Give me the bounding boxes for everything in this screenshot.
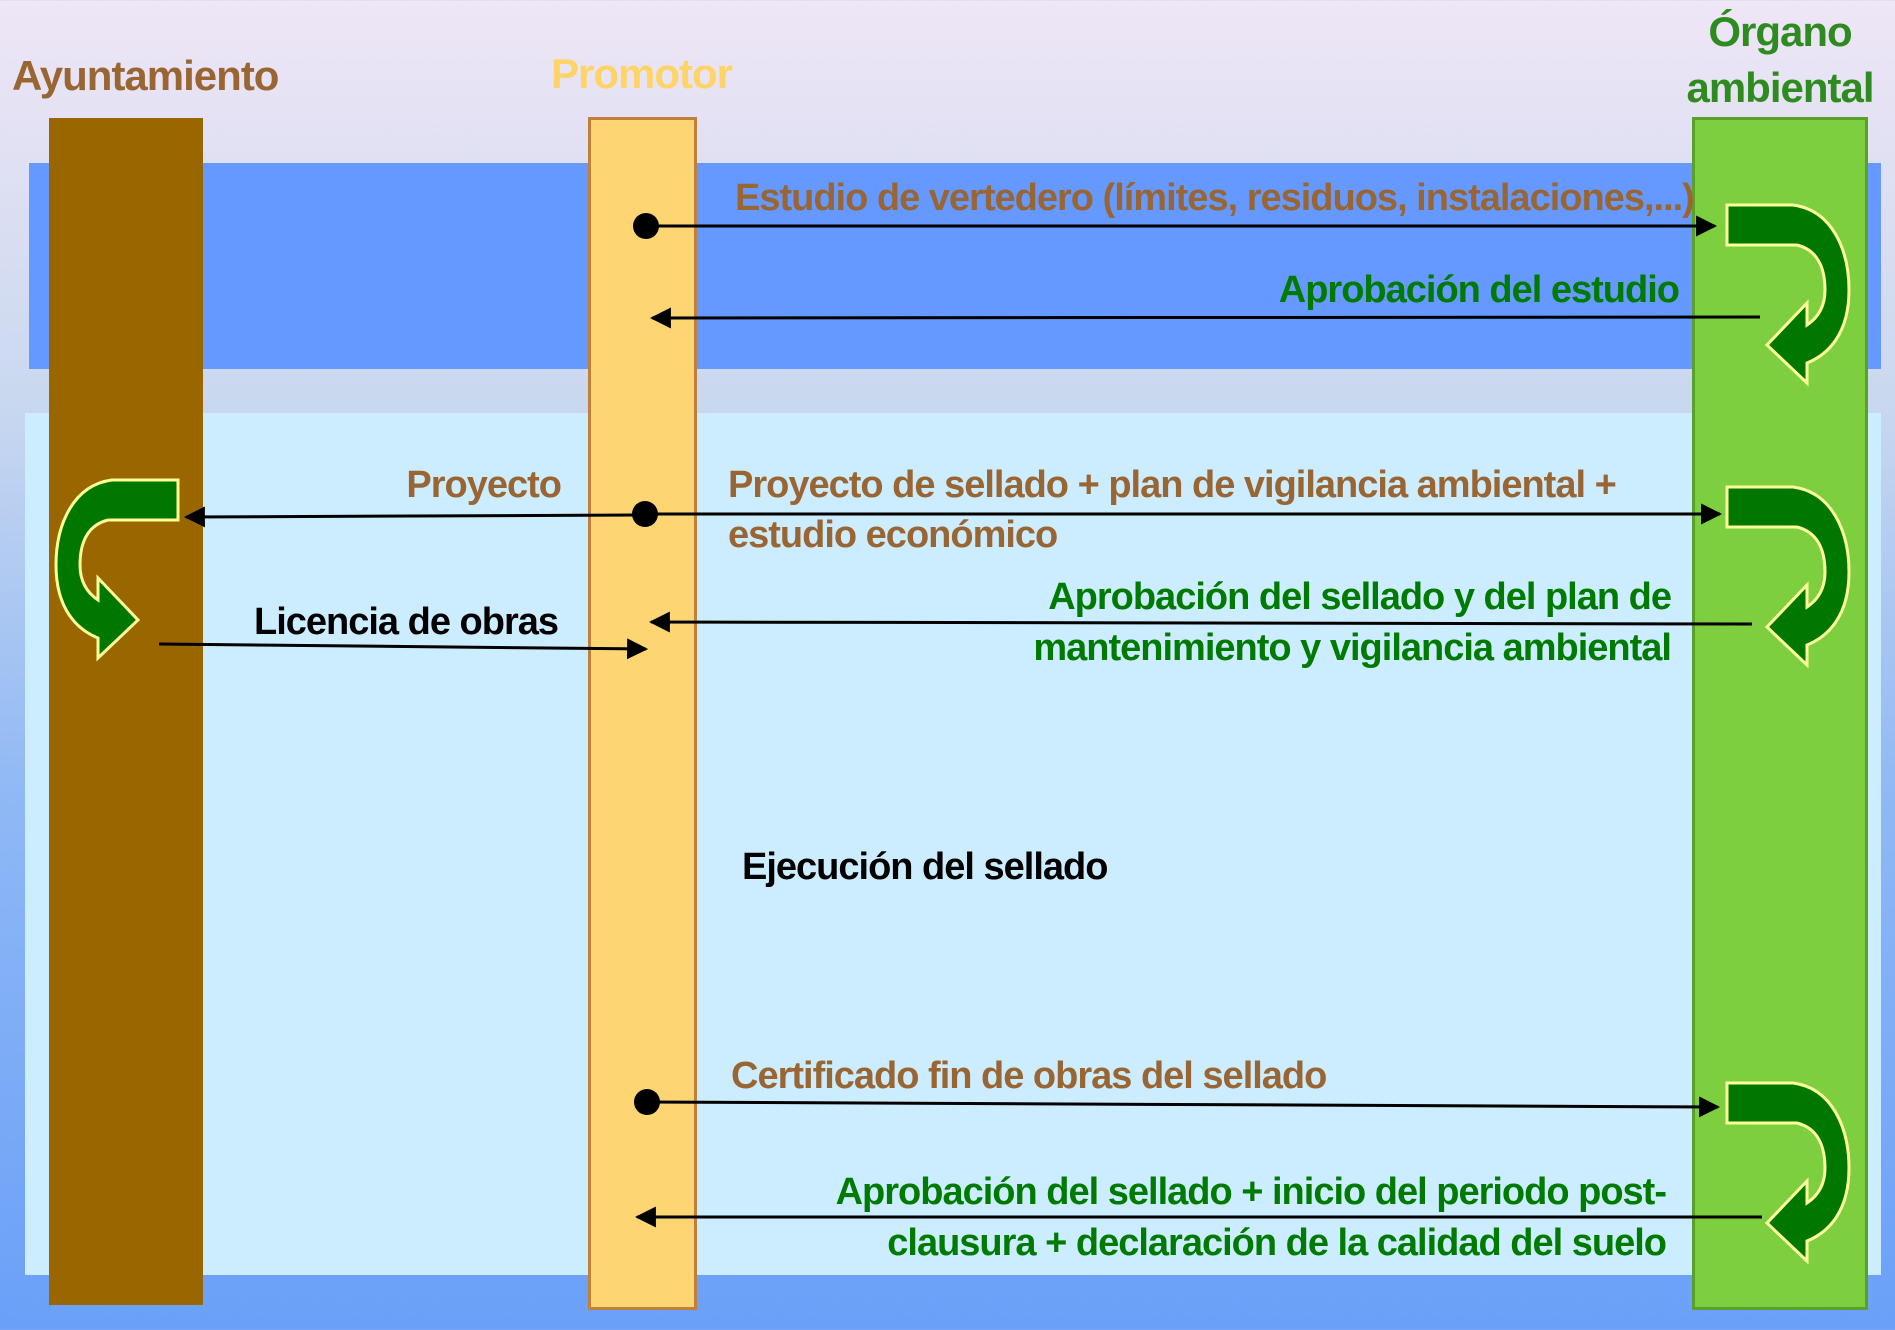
phase-band-study [29,163,1881,369]
curl-icon-organo-2 [1725,485,1851,667]
label-certificado: Certificado fin de obras del sellado [731,1055,1327,1097]
label-aprobacion-final-1: Aprobación del sellado + inicio del peri… [835,1171,1667,1213]
label-proyecto-sellado-1: Proyecto de sellado + plan de vigilancia… [728,464,1617,506]
label-aprobacion-sellado-1: Aprobación del sellado y del plan de [1048,576,1672,618]
arrow-aprobacion-sellado [648,611,1753,633]
label-proyecto: Proyecto [406,464,562,506]
label-ejecucion: Ejecución del sellado [742,846,1108,888]
dot-icon-proyecto [632,501,658,527]
lane-title-ayuntamiento: Ayuntamiento [12,52,279,99]
curl-icon-ayuntamiento [54,478,180,660]
dot-icon-estudio [633,213,659,239]
arrow-proyecto [183,506,646,528]
dot-icon-certificado [634,1089,660,1115]
arrow-aprobacion-estudio [649,307,1761,329]
label-proyecto-sellado-2: estudio económico [728,514,1058,556]
label-aprobacion-sellado-2: mantenimiento y vigilancia ambiental [1033,627,1672,669]
lane-title-promotor: Promotor [551,50,733,97]
lane-title-organo: Órgano ambiental [1660,4,1895,116]
lane-ayuntamiento [49,118,203,1305]
arrow-certificado [644,1096,1721,1118]
arrow-licencia [158,638,649,660]
label-aprobacion-estudio: Aprobación del estudio [1278,269,1680,311]
phase-band-sealing [25,413,1881,1275]
lane-title-organo-line2: ambiental [1686,64,1874,111]
label-estudio: Estudio de vertedero (límites, residuos,… [735,177,1695,219]
lane-title-organo-line1: Órgano [1708,8,1852,55]
label-aprobacion-final-2: clausura + declaración de la calidad del… [887,1222,1667,1264]
curl-icon-organo-1 [1725,203,1851,385]
label-licencia: Licencia de obras [253,601,559,643]
curl-icon-organo-3 [1725,1081,1851,1263]
